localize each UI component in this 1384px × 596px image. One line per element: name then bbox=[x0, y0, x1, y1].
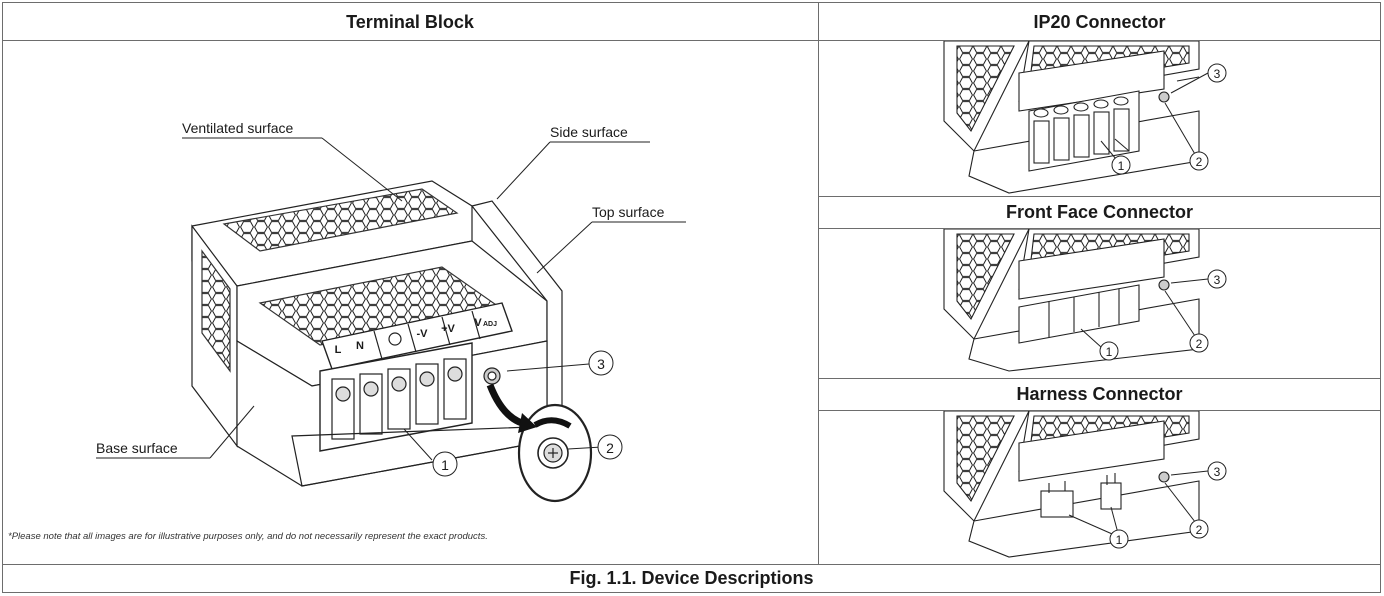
mark-adj: ADJ bbox=[483, 321, 497, 328]
ip20-callout-2: 2 bbox=[1196, 155, 1203, 169]
harness-callout-1: 1 bbox=[1116, 533, 1123, 547]
front-callout-3: 3 bbox=[1214, 273, 1221, 287]
terminal-block-title: Terminal Block bbox=[346, 12, 474, 32]
mark-N: N bbox=[356, 340, 364, 352]
front-callout-1: 1 bbox=[1106, 345, 1113, 359]
callout-1: 1 bbox=[441, 457, 449, 473]
front-callout-2: 2 bbox=[1196, 337, 1203, 351]
callout-2: 2 bbox=[606, 440, 614, 456]
row-divider-1 bbox=[818, 196, 1381, 197]
ventilation-holes-side bbox=[201, 249, 231, 373]
ip20-drawing: 1 2 3 bbox=[943, 41, 1227, 194]
label-ventilated-surface: Ventilated surface bbox=[182, 120, 294, 136]
harness-callout-2: 2 bbox=[1196, 523, 1203, 537]
row-divider-3 bbox=[818, 378, 1381, 379]
mark-minus-v: -V bbox=[417, 328, 429, 340]
disclaimer-note: *Please note that all images are for ill… bbox=[8, 531, 488, 542]
caption-divider bbox=[2, 564, 1381, 565]
callout-3: 3 bbox=[597, 356, 605, 372]
mark-L: L bbox=[335, 344, 342, 356]
front-face-drawing: 1 2 3 bbox=[943, 229, 1227, 372]
ip20-callout-3: 3 bbox=[1214, 67, 1221, 81]
front-face-title: Front Face Connector bbox=[1005, 202, 1193, 222]
mark-v: V bbox=[474, 317, 482, 329]
header-divider bbox=[2, 40, 1381, 41]
column-divider bbox=[818, 2, 819, 564]
terminal-block-drawing: L N -V +V V ADJ Ventilated surface Side … bbox=[96, 120, 686, 503]
figure-caption: Fig. 1.1. Device Descriptions bbox=[569, 568, 814, 588]
ip20-callout-1: 1 bbox=[1118, 159, 1125, 173]
mark-plus-v: +V bbox=[441, 323, 455, 335]
label-base-surface: Base surface bbox=[96, 440, 178, 456]
harness-drawing: 1 2 3 bbox=[943, 411, 1227, 558]
harness-title: Harness Connector bbox=[1016, 384, 1183, 404]
ip20-title: IP20 Connector bbox=[1033, 12, 1166, 32]
label-top-surface: Top surface bbox=[592, 204, 665, 220]
harness-callout-3: 3 bbox=[1214, 465, 1221, 479]
ventilation-holes-top bbox=[222, 188, 459, 252]
label-side-surface: Side surface bbox=[550, 124, 628, 140]
